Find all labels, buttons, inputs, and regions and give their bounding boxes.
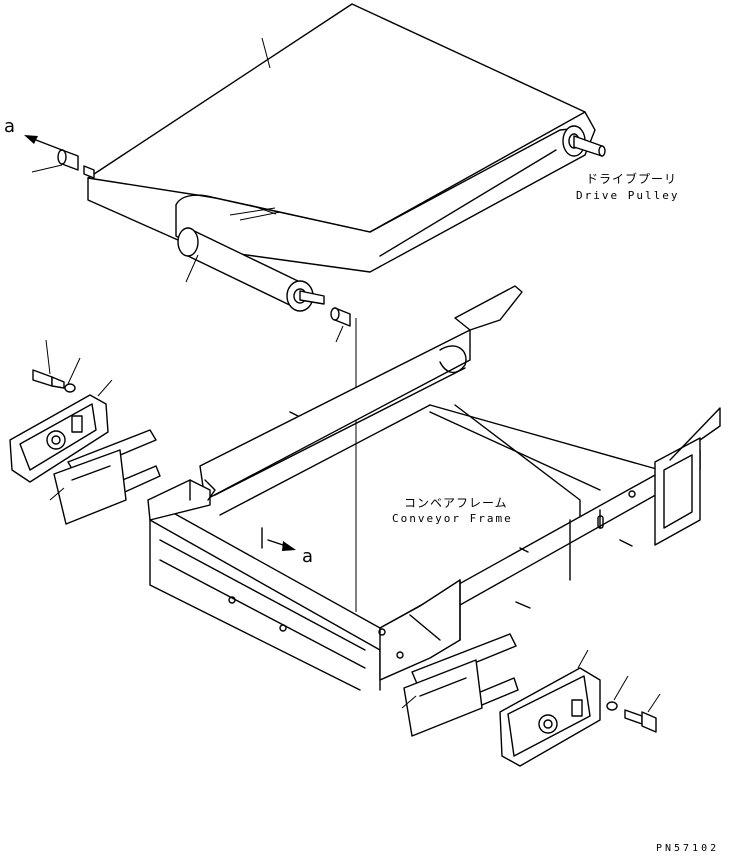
conveyor-belt [87,3,596,273]
sleeve-left [31,149,79,173]
conveyor-frame-label-en: Conveyor Frame [392,512,513,525]
guide-plates-left [49,429,161,525]
takeup-bracket-left [9,394,109,483]
drive-pulley-label-en: Drive Pulley [576,189,680,202]
shaft-stub-left [83,165,95,179]
drawing-code: PN57102 [656,843,720,854]
takeup-bracket-right [499,667,601,767]
sleeve-right [330,307,351,343]
bolt-right [577,649,661,733]
tail-pulley [177,227,325,312]
drive-pulley-label-jp: ドライブプーリ [586,172,678,186]
conveyor-frame-label-jp: コンベアフレーム [404,496,508,510]
arrow-icon [261,527,296,551]
drive-pulley-end [562,125,606,157]
belt-leader-line [261,37,271,69]
bolt-left [32,339,113,397]
pulley-leader-line [185,254,199,283]
guide-plates-right [401,633,519,737]
conveyor-frame [147,285,721,691]
view-a-label-top: a [4,116,16,137]
arrow-icon [24,135,63,151]
view-a-label-frame: a [302,546,314,567]
